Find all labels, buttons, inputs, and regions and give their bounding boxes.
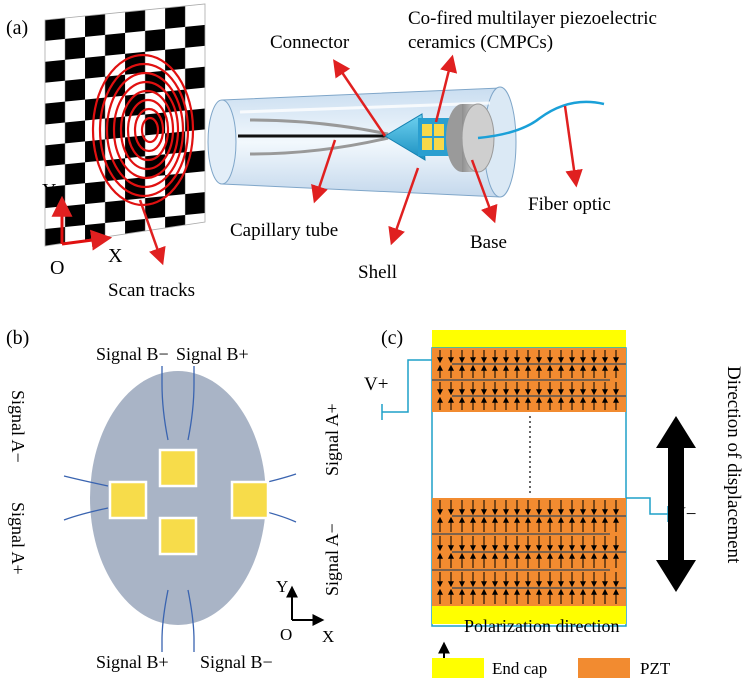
signal-b-plus-bottom: Signal B+ [96, 652, 169, 672]
v-plus-label: V+ [364, 374, 388, 395]
signal-a-plus-left: Signal A+ [8, 502, 28, 575]
fiber-optic-label: Fiber optic [528, 194, 611, 215]
end-cap-bottom [432, 606, 626, 624]
legend-endcap-label: End cap [492, 659, 547, 678]
scan-track-spiral [91, 53, 195, 207]
fiber-optic-line [477, 100, 605, 140]
signal-a-minus-right: Signal A− [322, 523, 342, 596]
scan-tracks-label: Scan tracks [108, 280, 195, 301]
panel-b: (b) Signal B− Signal B+ Signal B+ Signal… [6, 327, 342, 672]
board-axis-x-label: X [108, 245, 123, 267]
panel-c-tag: (c) [381, 327, 403, 349]
pzt-block-lower [432, 498, 626, 606]
pzt-polarization-arrows [437, 350, 619, 604]
signal-b-minus-top: Signal B− [96, 344, 169, 364]
disk-axis-y-label: Y [276, 577, 288, 596]
capillary-label: Capillary tube [230, 220, 338, 241]
board-axis-y-label: Y [42, 180, 56, 202]
electrodes [108, 448, 270, 556]
legend-pzt-label: PZT [640, 659, 671, 678]
direction-label: Direction of displacement [723, 366, 744, 564]
disk-axes [286, 585, 325, 626]
annotation-arrows [311, 54, 583, 246]
signal-a-plus-right: Signal A+ [322, 403, 342, 476]
base-label: Base [470, 232, 507, 253]
cmpc-label-line2: ceramics (CMPCs) [408, 32, 553, 53]
legend-endcap-swatch [432, 658, 484, 678]
disk-axis-x-label: X [322, 627, 334, 646]
panel-a: (a) Y X [6, 3, 657, 301]
signal-b-plus-top: Signal B+ [176, 344, 249, 364]
legend-pzt-swatch [578, 658, 630, 678]
scan-tracks-arrow [138, 199, 166, 266]
signal-a-minus-left: Signal A− [8, 390, 28, 463]
end-cap-top [432, 330, 626, 348]
board-axes [51, 195, 113, 251]
checkerboard-target [44, 3, 206, 247]
panel-b-tag: (b) [6, 327, 29, 349]
pzt-block-upper [432, 348, 626, 412]
displacement-double-arrow [656, 416, 696, 592]
shell-label: Shell [358, 262, 397, 283]
cmpc-label-line1: Co-fired multilayer piezoelectric [408, 8, 657, 29]
signal-b-minus-bottom: Signal B− [200, 652, 273, 672]
piezo-disk [90, 371, 266, 625]
cmpc-blocks [418, 118, 450, 156]
disk-axis-origin-label: O [280, 625, 292, 644]
board-axis-origin-label: O [50, 257, 64, 279]
panel-c: (c) [364, 327, 744, 678]
capillary-fibers [238, 118, 389, 156]
panel-a-tag: (a) [6, 17, 28, 39]
connector-label: Connector [270, 32, 350, 53]
polarization-label: Polarization direction [464, 616, 619, 636]
